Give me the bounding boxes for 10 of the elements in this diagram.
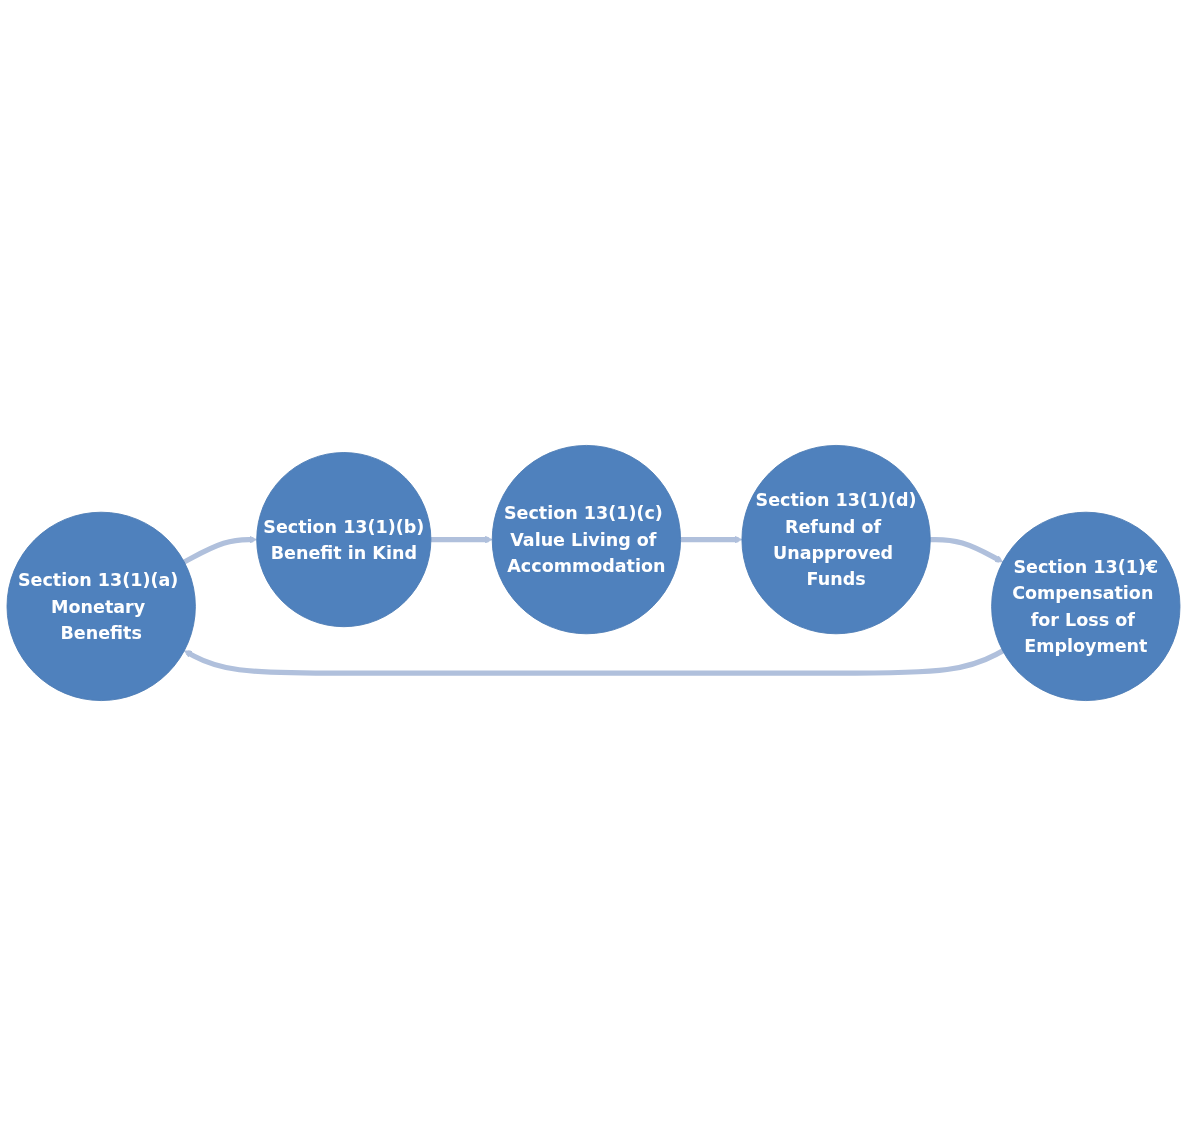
- node-circle: Section 13(1)(b) Benefit in Kind: [256, 452, 432, 628]
- node-circle: Section 13(1)(c) Value Living of Accommodation: [491, 444, 682, 635]
- node-circle: Section 13(1)€ Compensation for Loss of Employment: [991, 511, 1181, 702]
- arrow: [930, 536, 1004, 563]
- arrow: [430, 535, 493, 544]
- arrow: [183, 648, 1004, 676]
- arrow: [183, 535, 258, 565]
- node-circle: Section 13(1)(a) Monetary Benefits: [6, 511, 196, 702]
- node-circle: Section 13(1)(d) Refund of Unapproved Funds: [741, 444, 931, 635]
- arrow: [680, 535, 743, 544]
